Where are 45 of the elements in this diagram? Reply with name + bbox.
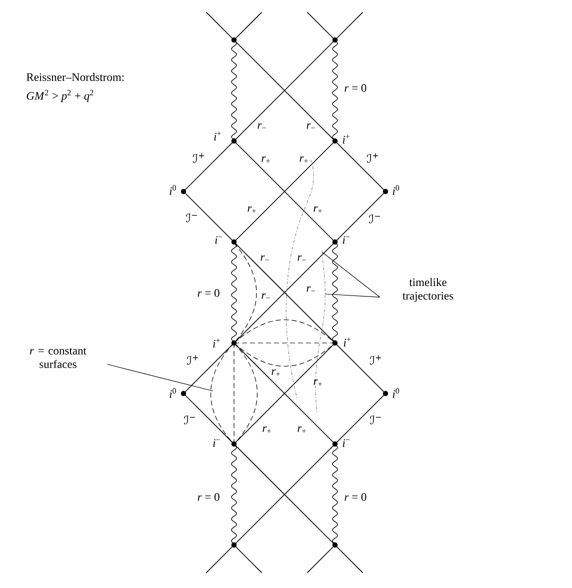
infinity-label: ℐ$^{+}$ <box>187 355 198 365</box>
singularity-label: r = 0 <box>344 493 366 501</box>
horizon-label: r$_{−}$ <box>306 286 315 292</box>
horizon-label: r$_{+}$ <box>314 206 322 213</box>
leader-label: r = constant surfaces <box>30 348 86 368</box>
singularity-label: r = 0 <box>198 289 220 297</box>
infinity-label: i$^{−}$ <box>342 439 350 447</box>
infinity-label: ℐ$^{−}$ <box>184 416 195 424</box>
horizon-label: r$_{+}$ <box>248 206 256 213</box>
infinity-label: i$^{0}$ <box>392 185 400 195</box>
singularity-label: r = 0 <box>344 84 366 92</box>
infinity-label: i$^{−}$ <box>213 439 220 447</box>
horizon-label: r$_{−}$ <box>306 123 315 129</box>
infinity-label: i$^{0}$ <box>170 388 176 398</box>
title: Reissner–Nordstrom: <box>26 72 124 82</box>
horizon-label: r$_{+}$ <box>262 426 271 433</box>
leader-line <box>106 364 214 392</box>
formula: GM$^{2}$ > p$^{2}$ + q$^{2}$ <box>26 90 94 102</box>
horizon-label: r$_{+}$ <box>298 426 306 433</box>
infinity-label: i$^{0}$ <box>392 388 400 398</box>
leader-line <box>324 294 380 298</box>
infinity-label: ℐ$^{−}$ <box>186 214 197 222</box>
horizon-label: r$_{−}$ <box>298 255 306 261</box>
infinity-label: i$^{−}$ <box>342 236 350 244</box>
infinity-label: ℐ$^{+}$ <box>193 153 204 163</box>
horizon-label: r$_{−}$ <box>262 293 270 299</box>
singularity-label: r = 0 <box>198 493 220 501</box>
horizon-label: r$_{+}$ <box>262 156 270 163</box>
leader-line <box>322 252 380 298</box>
infinity-label: i$^{+}$ <box>214 132 221 140</box>
horizon-label: r$_{+}$ <box>272 369 280 376</box>
infinity-label: ℐ$^{+}$ <box>367 153 378 163</box>
horizon-label: r$_{−}$ <box>258 123 266 129</box>
infinity-label: i$^{+}$ <box>342 134 350 144</box>
infinity-label: ℐ$^{+}$ <box>370 355 381 365</box>
horizon-label: r$_{−}$ <box>260 255 269 261</box>
infinity-label: i$^{+}$ <box>344 338 351 346</box>
infinity-label: ℐ$^{−}$ <box>369 214 380 224</box>
infinity-label: ℐ$^{−}$ <box>370 416 381 424</box>
horizon-label: r$_{+}$ <box>314 379 322 386</box>
infinity-label: i$^{0}$ <box>170 185 176 195</box>
infinity-label: i$^{−}$ <box>215 236 222 244</box>
infinity-label: i$^{+}$ <box>213 338 220 348</box>
horizon-label: r$_{+}$ <box>300 156 308 163</box>
leader-label: timelike trajectories <box>402 278 454 302</box>
